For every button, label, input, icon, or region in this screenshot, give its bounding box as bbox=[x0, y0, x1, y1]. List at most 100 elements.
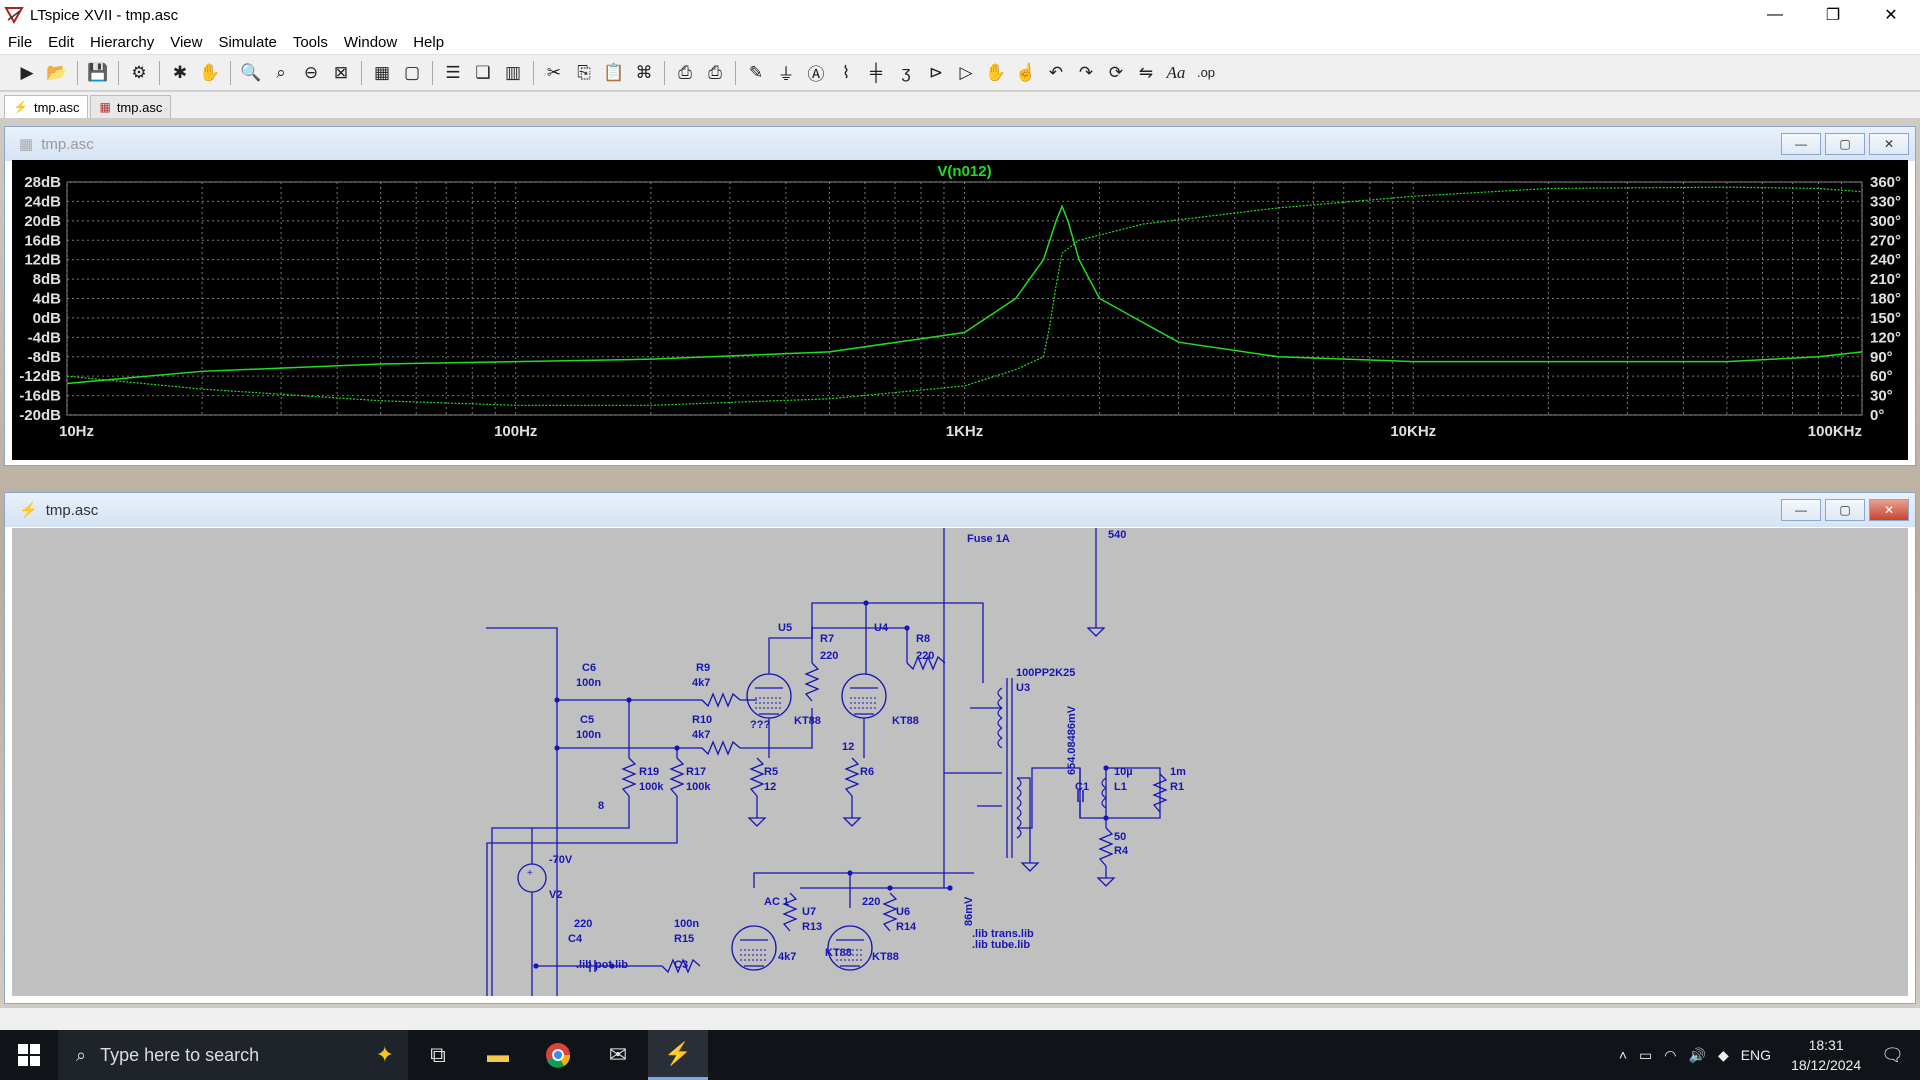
component-label: KT88 bbox=[825, 947, 852, 959]
draw-wire-icon[interactable]: ✎ bbox=[748, 62, 764, 82]
tab-schematic[interactable]: ⚡ tmp.asc bbox=[4, 95, 89, 118]
label-net-icon[interactable]: Ⓐ bbox=[807, 65, 825, 84]
cascade-icon[interactable]: ❏ bbox=[475, 62, 491, 82]
menu-edit[interactable]: Edit bbox=[48, 33, 75, 51]
redo-icon[interactable]: ↷ bbox=[1078, 62, 1094, 82]
run-icon[interactable]: ▶ bbox=[20, 62, 34, 82]
zoom-in-icon[interactable]: 🔍 bbox=[240, 62, 262, 82]
capacitor-icon[interactable]: ╪ bbox=[869, 62, 883, 82]
move-icon[interactable]: ✋ bbox=[985, 62, 1007, 82]
undo-icon[interactable]: ↶ bbox=[1048, 62, 1064, 82]
halt-icon[interactable]: ✱ bbox=[172, 62, 188, 82]
wire bbox=[866, 602, 984, 683]
zoom-out-icon[interactable]: ⊖ bbox=[303, 62, 319, 82]
menu-simulate[interactable]: Simulate bbox=[218, 33, 277, 51]
print-icon[interactable]: ⎙ bbox=[678, 62, 692, 82]
volume-icon[interactable]: 🔊 bbox=[1688, 1046, 1706, 1063]
component-label: 1m bbox=[1170, 766, 1186, 778]
cut-icon[interactable]: ✂ bbox=[546, 62, 562, 82]
ltspice-taskbar-icon[interactable]: ⚡ bbox=[648, 1030, 708, 1080]
tab-waveform[interactable]: ▦ tmp.asc bbox=[90, 95, 172, 118]
child-minimize-button[interactable]: — bbox=[1781, 499, 1821, 521]
copy-icon[interactable]: ⎘ bbox=[577, 62, 591, 82]
wifi-icon[interactable]: ◠ bbox=[1664, 1046, 1677, 1063]
system-tray: ˄ ▭ ◠ 🔊 ◆ ENG 18:31 18/12/2024 🗨 bbox=[1613, 1030, 1920, 1080]
y-left-tick-label: 0dB bbox=[33, 310, 62, 327]
component-label: U3 bbox=[1016, 682, 1030, 694]
language-indicator[interactable]: ENG bbox=[1740, 1047, 1772, 1063]
status-bar bbox=[0, 1008, 1920, 1030]
menu-hierarchy[interactable]: Hierarchy bbox=[90, 33, 155, 51]
menu-view[interactable]: View bbox=[170, 33, 203, 51]
component-icon[interactable]: ▷ bbox=[959, 62, 973, 82]
pan-icon[interactable]: ✋ bbox=[199, 62, 221, 82]
component-label: 4k7 bbox=[778, 951, 796, 963]
drag-icon[interactable]: ☝ bbox=[1015, 62, 1037, 82]
chrome-icon[interactable] bbox=[528, 1030, 588, 1080]
autorange-icon[interactable]: ▦ bbox=[373, 62, 391, 82]
find-icon[interactable]: ⌘ bbox=[635, 62, 653, 82]
component-label: R5 bbox=[764, 766, 778, 778]
transformer-winding bbox=[1016, 777, 1022, 789]
dropbox-icon[interactable]: ◆ bbox=[1717, 1046, 1729, 1063]
notifications-icon[interactable]: 🗨 bbox=[1881, 1044, 1904, 1065]
battery-icon[interactable]: ▭ bbox=[1639, 1046, 1653, 1063]
zoom-fit-icon[interactable]: ⊠ bbox=[333, 62, 349, 82]
mirror-icon[interactable]: ⇋ bbox=[1138, 62, 1154, 82]
child-maximize-button[interactable]: ▢ bbox=[1825, 499, 1865, 521]
component-label: 540 bbox=[1108, 529, 1126, 541]
resistor-icon[interactable]: ⌇ bbox=[841, 62, 851, 82]
child-close-button[interactable]: ✕ bbox=[1869, 133, 1909, 155]
inductor-icon[interactable]: ʒ bbox=[901, 62, 911, 82]
paste-icon[interactable]: 📋 bbox=[603, 62, 625, 82]
clock[interactable]: 18:31 18/12/2024 bbox=[1791, 1035, 1861, 1075]
menu-window[interactable]: Window bbox=[343, 33, 398, 51]
chevron-up-icon[interactable]: ˄ bbox=[1618, 1047, 1628, 1063]
child-minimize-button[interactable]: — bbox=[1781, 133, 1821, 155]
rotate-icon[interactable]: ⟳ bbox=[1108, 62, 1124, 82]
spice-directive-icon[interactable]: .op bbox=[1196, 65, 1216, 80]
child-close-button[interactable]: ✕ bbox=[1869, 499, 1909, 521]
file-explorer-icon[interactable]: ▬ bbox=[487, 1042, 509, 1067]
minimize-button[interactable]: — bbox=[1767, 6, 1783, 23]
title-bar: LTspice XVII - tmp.asc — ❐ ✕ bbox=[0, 0, 1920, 30]
component-label: R13 bbox=[802, 921, 822, 933]
text-icon[interactable]: Aa bbox=[1166, 62, 1186, 82]
y-right-tick-label: 150° bbox=[1870, 310, 1901, 327]
wire bbox=[740, 708, 813, 749]
menu-file[interactable]: File bbox=[8, 33, 33, 51]
component-label: R19 bbox=[639, 766, 659, 778]
trace-label: V(n012) bbox=[937, 163, 991, 180]
diode-icon[interactable]: ⊳ bbox=[928, 62, 944, 82]
menu-help[interactable]: Help bbox=[413, 33, 445, 51]
menu-tools[interactable]: Tools bbox=[292, 33, 328, 51]
print-preview-icon[interactable]: ⎙ bbox=[708, 62, 722, 82]
grid-icon[interactable]: ▢ bbox=[403, 62, 421, 82]
start-button[interactable] bbox=[0, 1030, 58, 1080]
save-icon[interactable]: 💾 bbox=[87, 62, 109, 82]
open-folder-icon[interactable]: 📂 bbox=[46, 62, 68, 82]
x-tick-label: 10KHz bbox=[1390, 423, 1436, 440]
plus-sign: + bbox=[527, 868, 533, 879]
component-label: V2 bbox=[549, 889, 562, 901]
zoom-area-icon[interactable]: ⌕ bbox=[276, 62, 286, 82]
task-view-icon[interactable]: ⧉ bbox=[430, 1042, 446, 1067]
close-button[interactable]: ✕ bbox=[1884, 7, 1898, 24]
x-tick-label: 1KHz bbox=[946, 423, 984, 440]
y-left-tick-label: -20dB bbox=[19, 407, 61, 424]
waveform-window-caption[interactable]: ▦ tmp.asc — ▢ ✕ bbox=[5, 127, 1915, 161]
ground-icon[interactable]: ⏚ bbox=[777, 65, 795, 84]
control-panel-icon[interactable]: ⚙ bbox=[131, 62, 147, 82]
component-label: ??? bbox=[750, 719, 770, 731]
y-left-tick-label: 28dB bbox=[24, 174, 61, 191]
restore-button[interactable]: ❐ bbox=[1825, 7, 1841, 24]
y-right-tick-label: 90° bbox=[1870, 349, 1893, 366]
schematic-window-caption[interactable]: ⚡ tmp.asc — ▢ ✕ bbox=[5, 493, 1915, 527]
taskbar-search[interactable]: ⌕ Type here to search ✦ bbox=[58, 1030, 408, 1080]
child-maximize-button[interactable]: ▢ bbox=[1825, 133, 1865, 155]
mail-icon[interactable]: ✉ bbox=[608, 1042, 628, 1067]
tile-horizontal-icon[interactable]: ☰ bbox=[445, 62, 461, 82]
tile-vertical-icon[interactable]: ▥ bbox=[504, 62, 522, 82]
